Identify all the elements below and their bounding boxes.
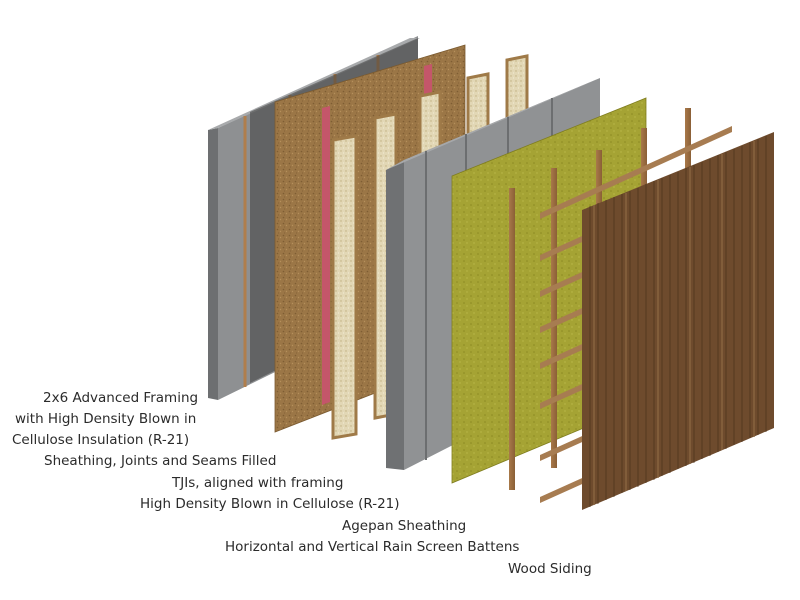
seam-strip	[322, 106, 330, 405]
label-cellulose: High Density Blown in Cellulose (R-21)	[140, 496, 400, 512]
label-sheathing: Sheathing, Joints and Seams Filled	[44, 453, 277, 469]
label-siding: Wood Siding	[508, 561, 592, 577]
wood-siding-panel	[582, 132, 774, 510]
label-battens: Horizontal and Vertical Rain Screen Batt…	[225, 539, 520, 555]
label-framing-line3: Cellulose Insulation (R-21)	[12, 432, 190, 448]
label-agepan: Agepan Sheathing	[342, 518, 467, 534]
label-framing-line2: with High Density Blown in	[15, 411, 197, 427]
label-framing-line1: 2x6 Advanced Framing	[43, 390, 199, 406]
label-tjis: TJIs, aligned with framing	[172, 475, 344, 491]
